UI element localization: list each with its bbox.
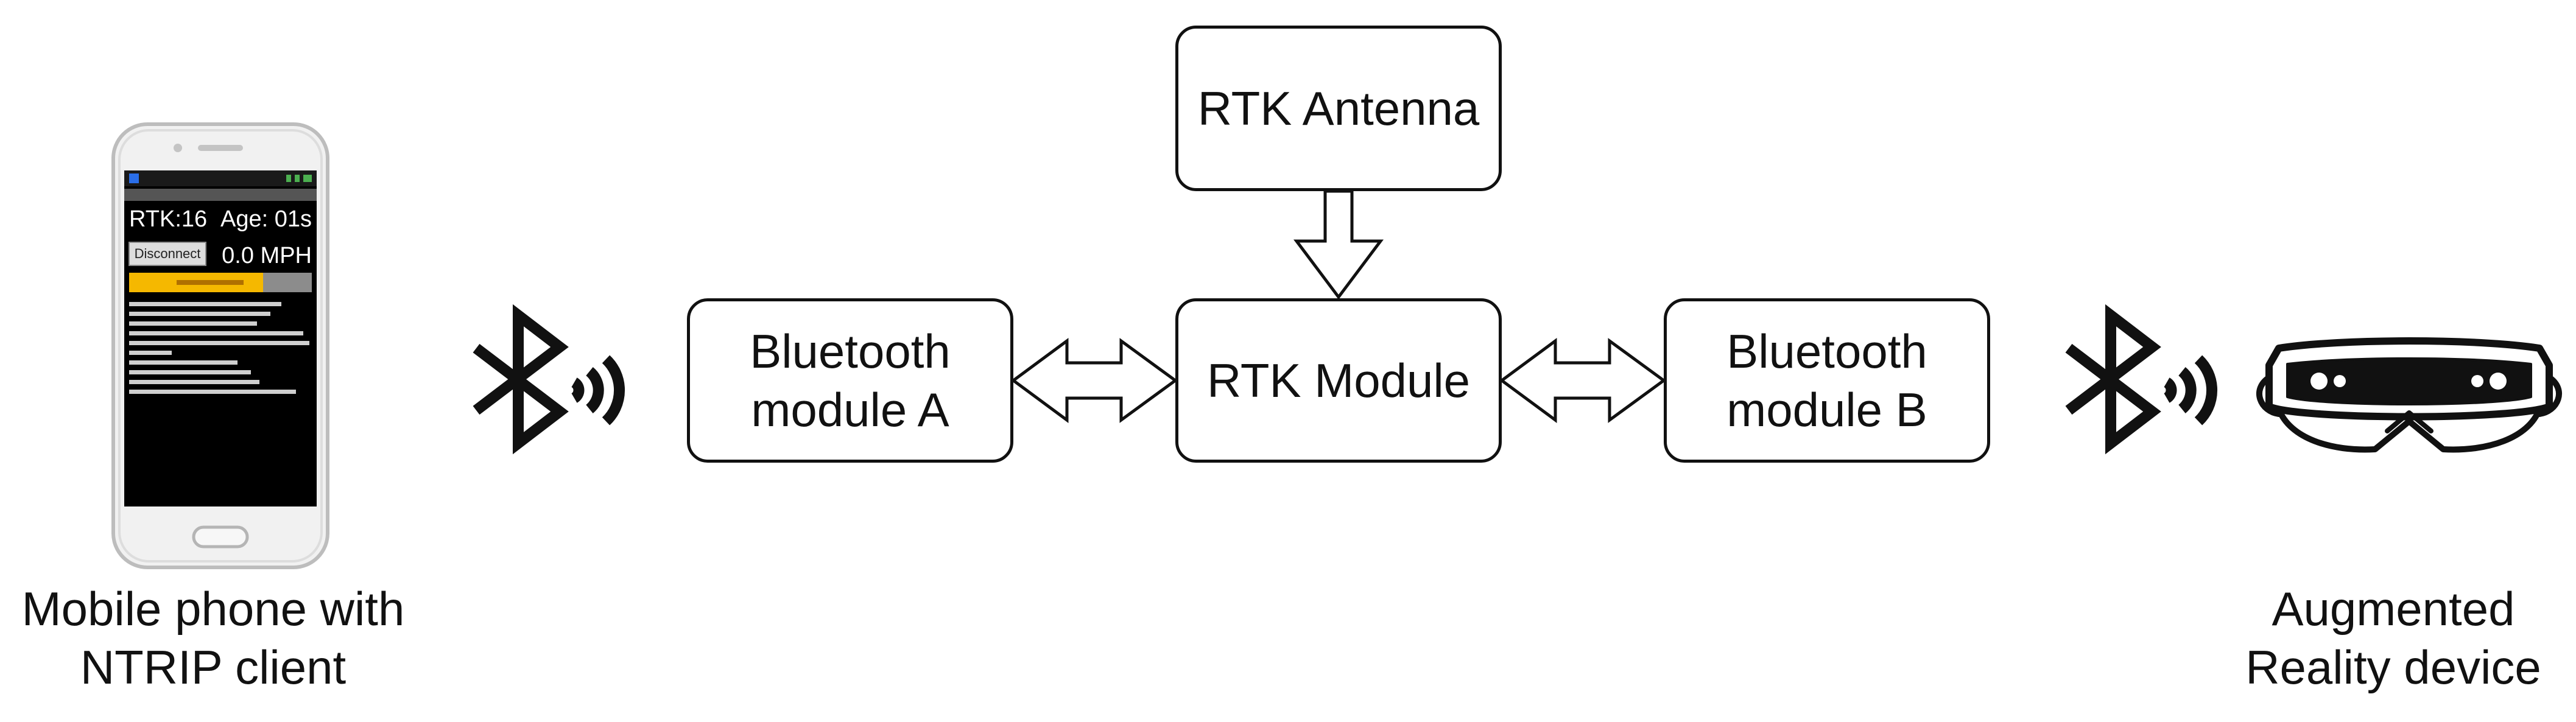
ar-headset-icon [2256, 337, 2562, 453]
phone-disconnect-button: Disconnect [135, 246, 201, 261]
rtk-antenna-label: RTK Antenna [1197, 82, 1480, 135]
phone-log-lines [129, 302, 309, 394]
bt-a-rtk-double-arrow [1010, 338, 1178, 423]
mobile-phone-icon: RTK:16 Age: 01s Disconnect 0.0 MPH [111, 122, 329, 569]
ar-device-caption: Augmented Reality device [2245, 582, 2541, 694]
phone-age-label: Age: 01s [220, 206, 312, 232]
rtk-antenna-node: RTK Antenna [1175, 26, 1502, 191]
bluetooth-signal-icon-right [2065, 304, 2217, 455]
phone-rtk-label: RTK:16 [129, 206, 207, 232]
rtk-module-node: RTK Module [1175, 298, 1502, 463]
rtk-module-label: RTK Module [1206, 354, 1471, 407]
bluetooth-module-a-node: Bluetooth module A [687, 298, 1013, 463]
phone-speed-label: 0.0 MPH [222, 243, 312, 268]
antenna-to-rtk-arrow [1293, 189, 1384, 300]
rtk-bt-b-double-arrow [1499, 338, 1667, 423]
bluetooth-module-b-label: Bluetooth module B [1726, 324, 1927, 436]
mobile-phone-caption: Mobile phone with NTRIP client [21, 582, 405, 694]
bluetooth-signal-icon [473, 304, 625, 455]
bluetooth-module-b-node: Bluetooth module B [1664, 298, 1990, 463]
bluetooth-module-a-label: Bluetooth module A [750, 324, 951, 436]
